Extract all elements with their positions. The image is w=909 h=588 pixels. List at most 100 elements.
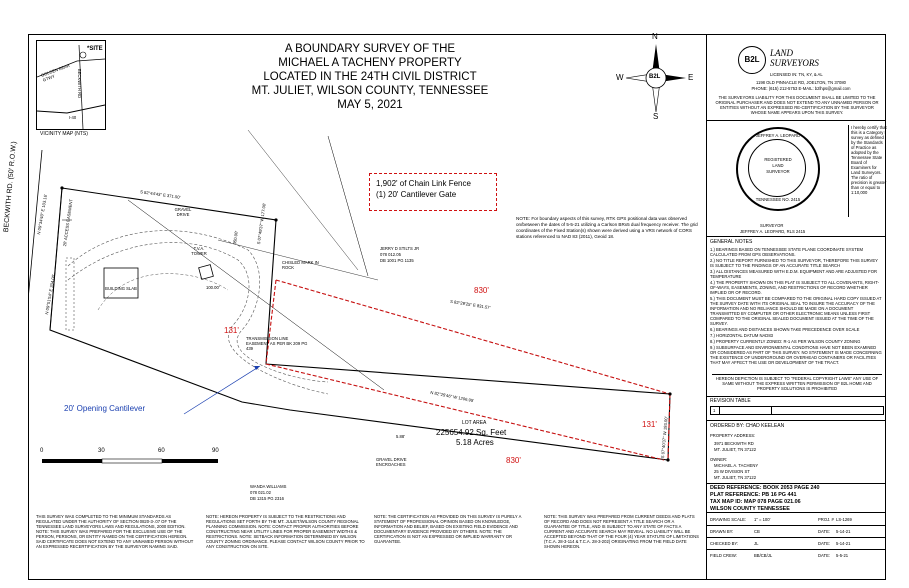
- compass-n: N: [652, 32, 658, 41]
- fence-length-top: 830': [474, 286, 489, 295]
- checked-by-value: JL: [754, 541, 759, 546]
- property-address-line-2: MT. JULIET, TN 37122: [714, 447, 757, 452]
- compass-icon: [625, 44, 686, 113]
- property-address-label: PROPERTY ADDRESS:: [710, 433, 756, 438]
- compass-center-logo: B2L: [649, 74, 661, 80]
- stilts-line-3: DB 1001 PG 1135: [380, 258, 414, 263]
- field-crew-value: BB/CB/JL: [754, 553, 773, 558]
- lot-area-label: LOT AREA: [462, 420, 487, 426]
- vicinity-site-label: *SITE: [87, 46, 103, 52]
- title-line-4: MT. JULIET, WILSON COUNTY, TENNESSEE: [251, 85, 489, 97]
- date-value-2: 5-14-21: [836, 541, 851, 546]
- fence-length-east: 131': [642, 420, 657, 429]
- drawn-by-label: DRAWN BY:: [710, 529, 734, 534]
- tower-label: T.V.A. TOWER: [191, 246, 207, 256]
- bottom-note-deeds: NOTE: THIS SURVEY WAS PREPARED FROM CURR…: [544, 514, 699, 549]
- general-notes: GENERAL NOTES 1.) BEARINGS BASED ON TENN…: [706, 236, 886, 373]
- drawing-info-table: DRAWING SCALE: 1" = 100' PROJ. # LS-1269…: [706, 512, 886, 581]
- seal-top-text: JEFFREY A. LEOPARD: [755, 133, 801, 138]
- checked-by-label: CHECKED BY:: [710, 541, 739, 546]
- date-value-1: 5-14-21: [836, 529, 851, 534]
- drawn-by-value: CB: [754, 529, 760, 534]
- seal-bottom-text: TENNESSEE NO. 2415: [755, 197, 801, 202]
- proj-value: LS-1269: [836, 517, 852, 522]
- surveyor-label: SURVEYOR: [760, 223, 784, 228]
- fence-length-bottom: 830': [506, 456, 521, 465]
- date-value-3: 5-5-21: [836, 553, 849, 558]
- drawing-scale-value: 1" = 100': [754, 517, 771, 522]
- general-note-7: 7.) HORIZONTAL DATUM NAD83: [710, 333, 773, 338]
- bottom-note-restrictions: NOTE: HEREON PROPERTY IS SUBJECT TO THE …: [206, 514, 365, 549]
- general-note-4: 4.) THE PROPERTY SHOWN ON THIS PLAT IS S…: [710, 280, 880, 295]
- general-note-2: 2.) NO TITLE REPORT FURNISHED TO THIS SU…: [710, 258, 878, 268]
- county: WILSON COUNTY TENNESSEE: [710, 506, 790, 512]
- ordered-by: ORDERED BY: CHAD KEELEAN: [710, 423, 785, 429]
- bottom-note-certification: NOTE: THE CERTIFICATION AS PROVIDED ON T…: [374, 514, 522, 544]
- general-note-1: 1.) BEARINGS BASED ON TENNESSEE STATE PL…: [710, 247, 864, 257]
- bottom-note-standards: THIS SURVEY WAS COMPLETED TO THE MINIMUM…: [36, 514, 194, 549]
- deed-reference: DEED REFERENCE: BOOK 2053 PAGE 240: [710, 485, 820, 491]
- company-logo: B2L: [738, 46, 766, 74]
- owner-line-2: 25 W DIVISION ST: [714, 469, 750, 474]
- general-note-9: 9.) SUBSURFACE AND ENVIRONMENTAL CONDITI…: [710, 345, 882, 365]
- owner-line-3: MT. JULIET, TN 37122: [714, 475, 757, 480]
- revision-col-divider-1: [719, 407, 720, 414]
- property-address-line-1: 3971 BECKWITH RD: [714, 441, 754, 446]
- boundary-map: [28, 129, 672, 462]
- scale-tick-0: 0: [40, 448, 44, 454]
- compass-s: S: [653, 112, 659, 121]
- tax-map-id: TAX MAP ID: MAP 078 PAGE 021.06: [710, 499, 801, 505]
- fence-callout-box: 1,902' of Chain Link Fence (1) 20' Canti…: [369, 173, 497, 211]
- vicinity-road-beckwith: BECKWITH RD: [77, 68, 83, 99]
- fence-length-west: 131': [224, 326, 239, 335]
- proj-label: PROJ. #: [818, 517, 834, 522]
- date-label-3: DATE:: [818, 553, 831, 558]
- scale-bar: [40, 456, 220, 468]
- seal-mid-1: REGISTERED: [764, 157, 792, 162]
- seal-mid-2: LAND: [772, 163, 784, 168]
- owner-line-1: MICHAEL A. TACHENY: [714, 463, 759, 468]
- revision-table: REVISION TABLE 1: [706, 396, 886, 421]
- stilts-line-2: 078 012.05: [380, 252, 401, 257]
- seal-inner-ring: [748, 139, 806, 197]
- revision-row-number: 1: [713, 408, 716, 413]
- transmission-easement-label: TRANSMISSION LINE EASEMENT AS PER BK 209…: [246, 336, 308, 351]
- title-line-1: A BOUNDARY SURVEY OF THE: [284, 43, 456, 55]
- drawing-row-2: DRAWN BY: CB DATE: 5-14-21: [706, 525, 886, 538]
- company-logo-text: B2L: [744, 55, 760, 64]
- vicinity-road-i40: I-40: [69, 115, 77, 120]
- title-line-5: MAY 5, 2021: [337, 99, 403, 111]
- owner-label: OWNER:: [710, 457, 728, 462]
- general-notes-heading: GENERAL NOTES: [710, 239, 753, 245]
- vicinity-map-drawing: [36, 44, 106, 130]
- survey-sheet: [28, 34, 886, 580]
- drawing-row-1: DRAWING SCALE: 1" = 100' PROJ. # LS-1269: [706, 513, 886, 526]
- certification-text: I hereby certify that this is a Category…: [848, 125, 887, 217]
- dist-5-88: 5.88': [396, 434, 405, 439]
- copyright-note: HEREON DEPICTION IS SUBJECT TO "FEDERAL …: [712, 374, 882, 391]
- scale-tick-60: 60: [158, 448, 165, 454]
- compass-e: E: [688, 73, 694, 82]
- lot-area-sqft: 225654.92 Sq. Feet: [436, 428, 507, 437]
- gravel-encroaches-label: GRAVEL DRIVE ENCROACHES: [376, 457, 407, 467]
- seal-block: JEFFREY A. LEOPARD REGISTERED LAND SURVE…: [706, 120, 887, 221]
- surveyor-name: JEFFREY A. LEOPARD, RLS 2415: [740, 229, 806, 234]
- order-owner-block: ORDERED BY: CHAD KEELEAN PROPERTY ADDRES…: [706, 420, 886, 512]
- drawing-scale-label: DRAWING SCALE:: [710, 517, 747, 522]
- title-line-2: MICHAEL A TACHENY PROPERTY: [278, 57, 462, 69]
- revision-col-divider-2: [771, 407, 772, 414]
- date-label-1: DATE:: [818, 529, 831, 534]
- liability-note: THE SURVEYORS LIABILITY FOR THIS DOCUMEN…: [715, 95, 879, 115]
- building-slab-label: BUILDING SLAB: [105, 286, 137, 291]
- company-header: B2L LAND SURVEYORS LICENSED IN: TN, KY, …: [706, 36, 886, 128]
- drawing-row-3: CHECKED BY: JL DATE: 5-14-21: [706, 537, 886, 550]
- scale-tick-90: 90: [212, 448, 219, 454]
- surveyor-seal: JEFFREY A. LEOPARD REGISTERED LAND SURVE…: [736, 127, 820, 211]
- vicinity-caption: VICINITY MAP (NTS): [40, 131, 88, 137]
- gravel-drive-label: GRAVEL DRIVE: [174, 207, 192, 217]
- scale-bar-graphic: [42, 458, 218, 464]
- williams-line-1: WANDA WILLIAMS: [250, 484, 287, 489]
- williams-line-2: 078 021.02: [250, 490, 271, 495]
- company-licensed: LICENSED IN: TN, KY, & AL: [770, 72, 823, 77]
- company-name-line-2: SURVEYORS: [770, 58, 819, 68]
